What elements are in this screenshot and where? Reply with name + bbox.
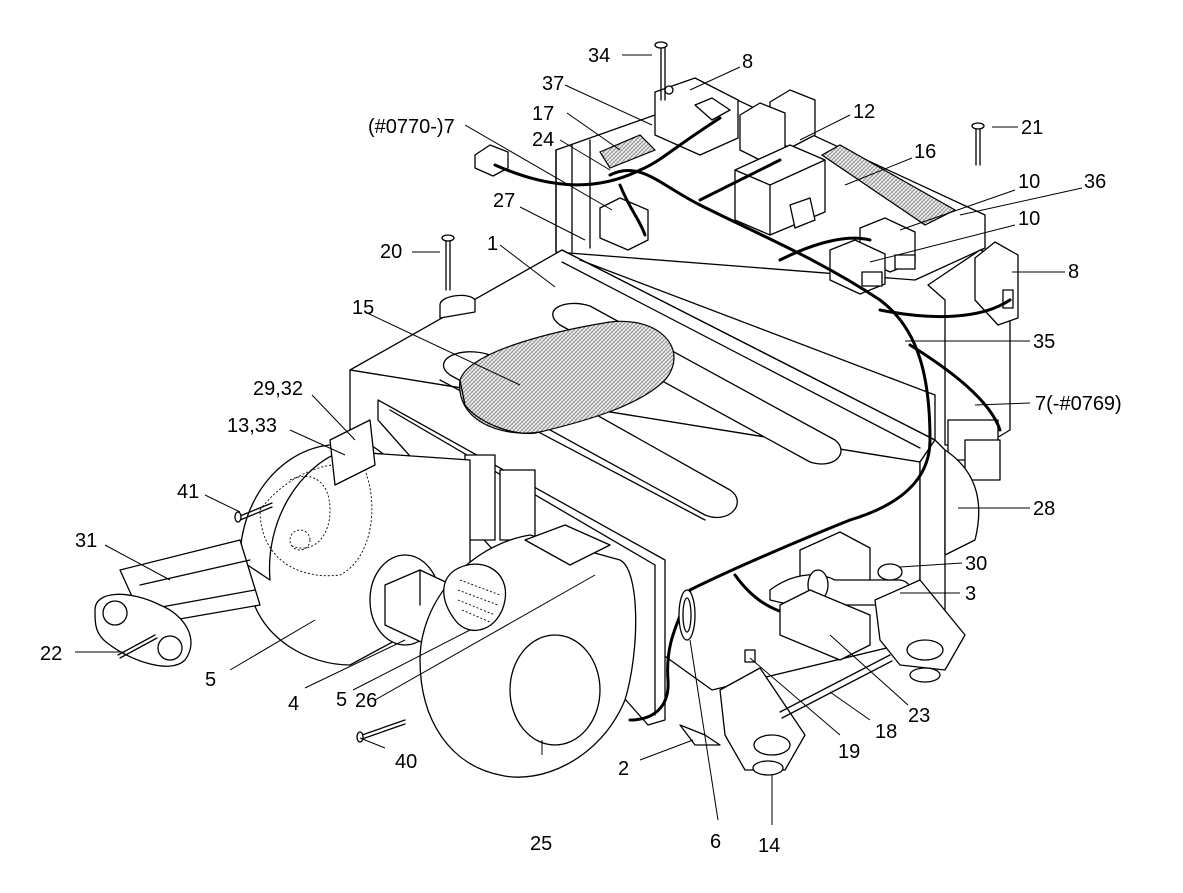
callout-label: 10 bbox=[1018, 208, 1040, 230]
callout-label: 29,32 bbox=[253, 378, 303, 400]
callout-label: 14 bbox=[758, 835, 780, 857]
callout-label: 37 bbox=[542, 73, 564, 95]
callout-label: 23 bbox=[908, 705, 930, 727]
callout-label: 4 bbox=[288, 693, 299, 715]
callout-label: 41 bbox=[177, 481, 199, 503]
relay-pair bbox=[739, 89, 816, 161]
end-flange-22 bbox=[94, 593, 192, 667]
callout-label: 7(-#0769) bbox=[1035, 393, 1122, 415]
callout-label: 21 bbox=[1021, 117, 1043, 139]
callout-label: 25 bbox=[530, 833, 552, 855]
sensor-box-7 bbox=[599, 197, 649, 251]
callout-label: (#0770-)7 bbox=[368, 116, 455, 138]
callout-label: 1 bbox=[487, 233, 498, 255]
callout-label: 13,33 bbox=[227, 415, 277, 437]
filter-pad bbox=[459, 320, 675, 435]
right-blower-housing-25 bbox=[419, 524, 637, 778]
callout-label: 3 bbox=[965, 583, 976, 605]
valve-block-23 bbox=[779, 589, 871, 661]
callout-label: 40 bbox=[395, 751, 417, 773]
callout-label: 8 bbox=[742, 51, 753, 73]
gasket-17 bbox=[599, 134, 657, 169]
top-relay-8 bbox=[654, 77, 739, 156]
callout-label: 35 bbox=[1033, 331, 1055, 353]
screw-40 bbox=[356, 719, 406, 743]
callout-label: 16 bbox=[914, 141, 936, 163]
callout-label: 24 bbox=[532, 129, 554, 151]
grommet-6 bbox=[678, 589, 696, 641]
leader-lines bbox=[75, 54, 1083, 825]
screw-21 bbox=[971, 122, 985, 166]
clamp-30 bbox=[877, 563, 903, 581]
wire-connector bbox=[474, 144, 509, 177]
callout-label: 17 bbox=[532, 103, 554, 125]
relay-10-lower bbox=[829, 239, 886, 295]
callout-label: 19 bbox=[838, 741, 860, 763]
hatched-strip-16 bbox=[820, 144, 957, 226]
bracket-2 bbox=[679, 724, 721, 746]
callout-label: 8 bbox=[1068, 261, 1079, 283]
callout-label: 10 bbox=[1018, 171, 1040, 193]
mount-bracket-right bbox=[874, 579, 966, 683]
screw-41 bbox=[234, 502, 273, 523]
mount-bracket-front-14 bbox=[719, 667, 806, 776]
callout-label: 20 bbox=[380, 241, 402, 263]
callout-label: 18 bbox=[875, 721, 897, 743]
screw-34 bbox=[654, 41, 668, 101]
callout-label: 27 bbox=[493, 190, 515, 212]
callout-label: 12 bbox=[853, 101, 875, 123]
callout-label: 5 bbox=[205, 669, 216, 691]
motor-mount-29-32 bbox=[259, 419, 376, 577]
callout-label: 6 bbox=[710, 831, 721, 853]
callout-label: 22 bbox=[40, 643, 62, 665]
callout-label: 2 bbox=[618, 758, 629, 780]
callout-label: 15 bbox=[352, 297, 374, 319]
clip-19 bbox=[744, 649, 756, 663]
callout-label: 34 bbox=[588, 45, 610, 67]
callout-label: 30 bbox=[965, 553, 987, 575]
right-relay-8 bbox=[974, 241, 1019, 326]
callout-label: 28 bbox=[1033, 498, 1055, 520]
callout-label: 5 bbox=[336, 689, 347, 711]
callout-label: 31 bbox=[75, 530, 97, 552]
callout-labels: 34 8 37 12 17 (#0770-)7 21 24 16 10 36 2… bbox=[40, 45, 1122, 857]
callout-label: 36 bbox=[1084, 171, 1106, 193]
control-module-12 bbox=[734, 144, 826, 236]
callout-label: 26 bbox=[355, 690, 377, 712]
tie-rod-18 bbox=[779, 654, 893, 719]
screw-20 bbox=[439, 234, 476, 319]
